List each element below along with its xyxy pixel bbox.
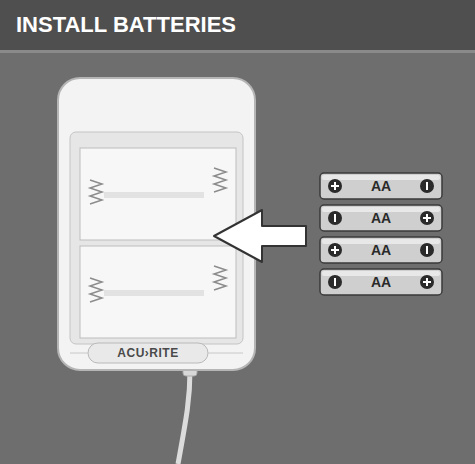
battery-size: AA <box>371 179 391 193</box>
bay-ridge <box>104 290 204 296</box>
brand-logo: ACU›RITE <box>117 347 178 359</box>
cable <box>178 370 190 464</box>
springs <box>90 168 226 302</box>
aa-battery <box>320 269 442 295</box>
title: INSTALL BATTERIES <box>16 14 236 36</box>
spring <box>90 278 102 302</box>
title-band <box>0 0 475 50</box>
spring <box>214 266 226 290</box>
battery-size: AA <box>371 275 391 289</box>
logo-bar <box>88 343 208 363</box>
battery-size: AA <box>371 243 391 257</box>
trim-line <box>208 353 243 354</box>
battery-bay <box>80 148 236 240</box>
battery-size: AA <box>371 211 391 225</box>
insert-arrow <box>214 210 306 262</box>
bay-ridge <box>104 192 204 198</box>
title-rule <box>0 50 475 53</box>
spring <box>214 168 226 192</box>
aa-battery <box>320 173 442 199</box>
spring <box>90 180 102 204</box>
batteries <box>320 173 442 295</box>
aa-battery <box>320 237 442 263</box>
aa-battery <box>320 205 442 231</box>
sensor-housing <box>58 78 255 370</box>
trim-line <box>70 353 88 354</box>
battery-bay <box>80 246 236 338</box>
